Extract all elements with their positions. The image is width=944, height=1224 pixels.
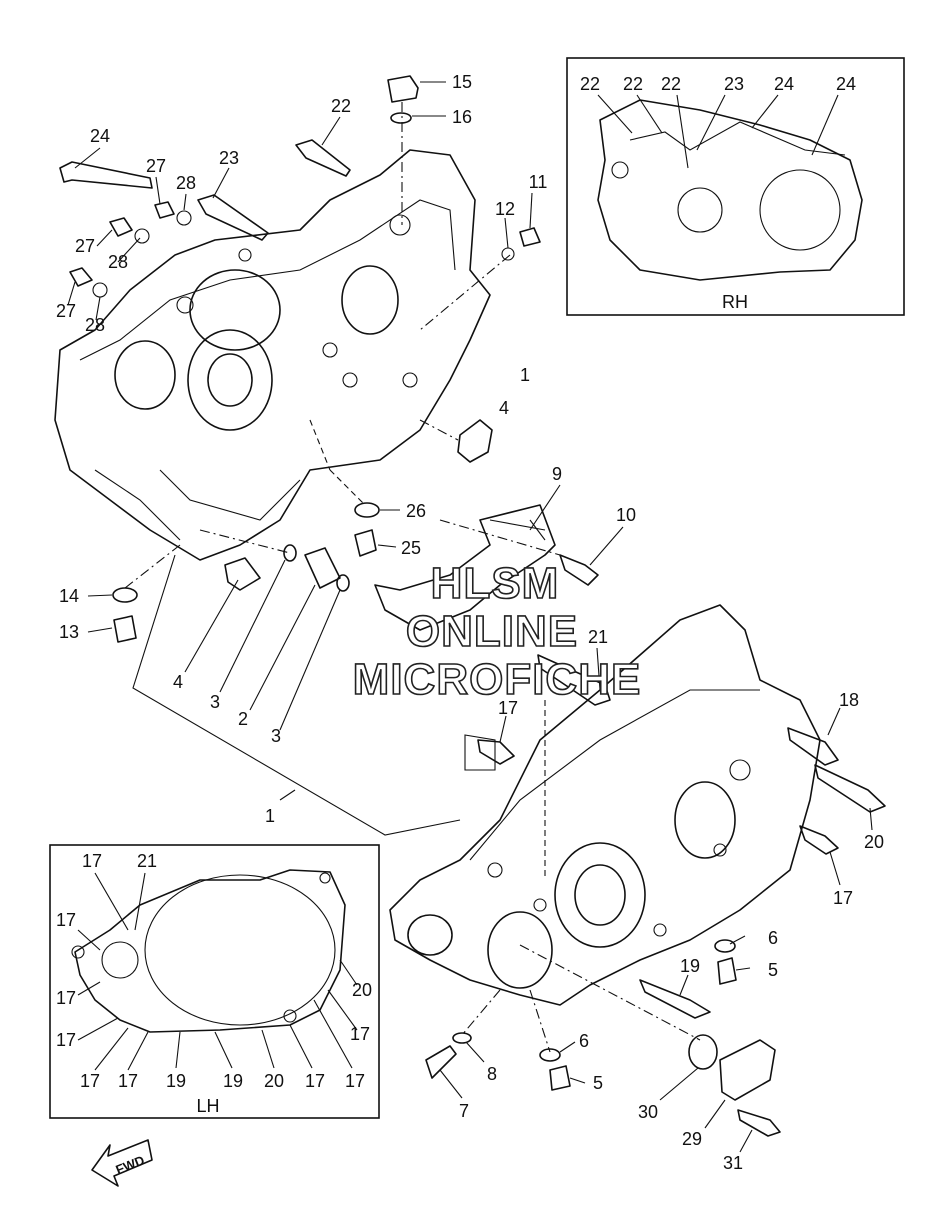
callout: 17 [118, 1071, 138, 1091]
callout: 11 [529, 172, 548, 192]
callout: 27 [146, 156, 166, 176]
callout: 20 [264, 1071, 284, 1091]
callout: 1 [265, 806, 275, 826]
callout: 17 [56, 1030, 76, 1050]
callout: 28 [176, 173, 196, 193]
callout: 24 [836, 74, 856, 94]
small-parts [59, 75, 886, 1137]
callout: 15 [452, 72, 472, 92]
callout: 28 [108, 252, 128, 272]
callout: 14 [59, 586, 79, 606]
callout: 1 [520, 365, 530, 385]
callout: 16 [452, 107, 472, 127]
callout: 4 [499, 398, 509, 418]
callout: 17 [833, 888, 853, 908]
callout: 19 [166, 1071, 186, 1091]
watermark-line-2: ONLINE [406, 607, 578, 656]
lh-inset-callouts: 17 21 17 17 17 17 17 19 19 20 17 17 17 2… [56, 851, 372, 1091]
callout: 17 [80, 1071, 100, 1091]
watermark-line-3: MICROFICHE [353, 655, 642, 704]
callout: 28 [85, 315, 105, 335]
callout: 20 [864, 832, 884, 852]
callout: 20 [352, 980, 372, 1000]
callout: 22 [623, 74, 643, 94]
callout: 26 [406, 501, 426, 521]
watermark: HLSM ONLINE MICROFICHE [352, 558, 642, 705]
callout: 17 [305, 1071, 325, 1091]
callout: 21 [137, 851, 157, 871]
callout: 22 [331, 96, 351, 116]
callout: 8 [487, 1064, 497, 1084]
callout: 3 [210, 692, 220, 712]
callout: 29 [682, 1129, 702, 1149]
fwd-label: FWD [114, 1152, 147, 1177]
callout: 23 [219, 148, 239, 168]
callout: 17 [82, 851, 102, 871]
rh-inset-title: RH [722, 292, 748, 312]
lh-inset-title: LH [196, 1096, 219, 1116]
callout: 3 [271, 726, 281, 746]
callout: 24 [90, 126, 110, 146]
crankcase-right-half [389, 604, 821, 1006]
leader-lines [67, 81, 873, 1153]
callout: 27 [75, 236, 95, 256]
callout: 6 [579, 1031, 589, 1051]
callout: 17 [56, 988, 76, 1008]
callout: 22 [580, 74, 600, 94]
callout: 17 [56, 910, 76, 930]
crankcase-left-half [54, 149, 491, 561]
callout: 10 [616, 505, 636, 525]
main-callouts: 15 16 22 24 27 28 23 27 28 27 28 11 12 1… [56, 72, 884, 1173]
callout: 17 [345, 1071, 365, 1091]
callout: 12 [495, 199, 515, 219]
callout: 21 [588, 627, 608, 647]
callout: 19 [680, 956, 700, 976]
callout: 23 [724, 74, 744, 94]
callout: 27 [56, 301, 76, 321]
callout: 22 [661, 74, 681, 94]
callout: 30 [638, 1102, 658, 1122]
callout: 9 [552, 464, 562, 484]
callout: 6 [768, 928, 778, 948]
callout: 24 [774, 74, 794, 94]
fwd-arrow: FWD [91, 1139, 153, 1187]
callout: 7 [459, 1101, 469, 1121]
callout: 13 [59, 622, 79, 642]
callout: 2 [238, 709, 248, 729]
callout: 19 [223, 1071, 243, 1091]
callout: 17 [350, 1024, 370, 1044]
rh-inset [566, 57, 905, 316]
callout: 25 [401, 538, 421, 558]
callout: 5 [768, 960, 778, 980]
callout: 31 [723, 1153, 743, 1173]
callout: 5 [593, 1073, 603, 1093]
callout: 4 [173, 672, 183, 692]
watermark-line-1: HLSM [431, 559, 560, 608]
rh-inset-callouts: 22 22 22 23 24 24 [580, 74, 856, 94]
callout: 18 [839, 690, 859, 710]
callout: 17 [498, 698, 518, 718]
lh-inset [49, 844, 380, 1119]
